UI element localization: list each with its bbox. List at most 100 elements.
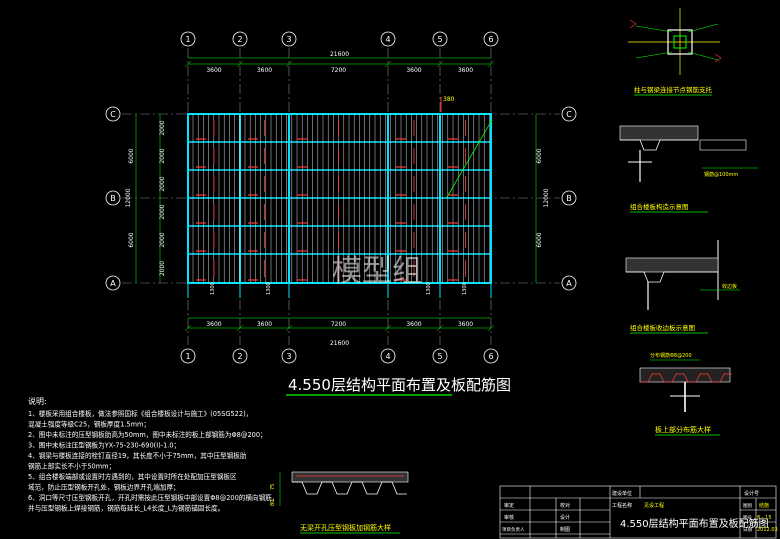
tb-field-1: 图别 — [743, 502, 752, 509]
detail-3-label: 收边板 — [722, 283, 737, 290]
bay-dim: 7200 — [331, 67, 346, 74]
axis-bubble-y: A — [110, 279, 116, 288]
detail-2-dim: 钢筋@100mm — [704, 171, 738, 178]
axis-bubble-y: A — [566, 279, 572, 288]
axis-bubble-x-circle — [281, 348, 297, 364]
detail-4-caption: 板上部分布筋大样 — [655, 425, 711, 434]
bay-dim: 3600 — [458, 321, 473, 328]
detail-2-caption: 组合楼板构造示意图 — [630, 202, 689, 211]
axis-bubble-y: B — [110, 194, 116, 203]
axis-bubble-y: B — [566, 194, 572, 203]
right-dim: 6000 — [536, 232, 543, 247]
left-dim: 6000 — [128, 232, 135, 247]
axis-bubble-y-circle — [561, 106, 577, 122]
opening-diagonal — [446, 119, 493, 198]
tb-row-2: 审核 — [504, 514, 514, 521]
tb-value-1: 结施 — [759, 502, 769, 509]
tb-row2-3: 制图 — [560, 526, 570, 533]
axis-bubble-x-circle — [180, 31, 196, 47]
detail-1: 柱与钢梁连接节点钢筋支托 — [628, 8, 722, 96]
axis-bubble-x: 4 — [385, 352, 390, 361]
tb-value-3: 2012.03 — [757, 527, 778, 533]
detail-3-caption: 组合楼板收边板示意图 — [630, 323, 695, 332]
overall-dim: 21600 — [330, 51, 349, 58]
right-dim: 6000 — [536, 148, 543, 163]
dim-tick — [285, 60, 293, 68]
left-sub-dim: 2000 — [159, 148, 166, 163]
note-line: 混凝土强度等级C25，钢板厚度1.5mm； — [28, 420, 150, 429]
beam-label: 1300 — [426, 282, 432, 295]
left-sub-dim: 2000 — [159, 261, 166, 276]
tb-row-1: 审定 — [504, 502, 514, 509]
beam-label: 1300 — [266, 282, 272, 295]
axis-bubble-y: C — [110, 110, 116, 119]
left-sub-dim: 2000 — [159, 120, 166, 135]
dim-tick — [184, 60, 192, 68]
dim-tick — [285, 324, 293, 332]
left-sub-dim: 2000 — [159, 176, 166, 191]
bay-dim: 3600 — [406, 321, 421, 328]
detail-4: 分布钢筋Φ8@200 板上部分布筋大样 — [639, 352, 732, 436]
dim-tick — [184, 324, 192, 332]
bay-dim: 3600 — [257, 321, 272, 328]
notes-list: 1、楼板采用组合楼板，做法参照国标《组合楼板设计与施工》(05SG522)， 混… — [28, 409, 278, 513]
note-line: 域范，防止压型钢板开孔处，钢板边界开孔端加厚； — [28, 483, 180, 492]
dim-tick — [236, 60, 244, 68]
axis-bubble-y-circle — [561, 275, 577, 291]
axis-bubble-x: 5 — [437, 352, 442, 361]
notes-heading: 说明: — [28, 396, 47, 406]
deck-ribs — [192, 114, 490, 283]
axis-bubble-x: 3 — [286, 35, 291, 44]
axis-bubble-x-circle — [281, 31, 297, 47]
detail-5-dim-2: 80 — [270, 500, 276, 506]
axis-bubble-x: 2 — [237, 352, 242, 361]
note-line: 6、洞口等尺寸压型钢板开孔，开孔时需按此压型钢板中部设置Φ8@200的横向钢筋， — [28, 493, 278, 502]
left-sub-dim: 2000 — [159, 204, 166, 219]
beam-label: 1300 — [462, 282, 468, 295]
axis-bubble-y-circle — [105, 190, 121, 206]
top-mark-label: 380 — [443, 96, 455, 103]
tb-field-3: 日期 — [743, 527, 752, 533]
detail-5-dim-1: 75 — [270, 484, 276, 490]
axis-bubble-y-circle — [561, 190, 577, 206]
axis-bubble-x: 1 — [185, 35, 190, 44]
tb-project-label: 工程名称 — [612, 502, 632, 509]
overall-dim: 21600 — [330, 340, 349, 347]
bay-dim: 3600 — [206, 67, 221, 74]
bay-dim: 7200 — [331, 321, 346, 328]
detail-5: 75 80 无梁开孔压型钢板加钢筋大样 — [270, 471, 409, 534]
axis-bubble-x: 6 — [488, 352, 493, 361]
axis-bubble-x: 3 — [286, 352, 291, 361]
axis-bubble-y: C — [566, 110, 572, 119]
note-line: 钢筋上部实长不小于50mm； — [28, 462, 115, 471]
bay-dim: 3600 — [206, 321, 221, 328]
watermark: 模型组 — [332, 254, 422, 289]
tb-field-2: 图号 — [743, 515, 752, 521]
axis-bubble-x-circle — [432, 348, 448, 364]
axis-bubble-x-circle — [232, 31, 248, 47]
dim-tick — [487, 324, 495, 332]
tb-row2-2: 设计 — [560, 514, 570, 521]
dim-tick — [384, 324, 392, 332]
dimension-lines: 21600 3600 3600 7200 3600 3600 21600 3600 3600 72… — [125, 51, 550, 347]
axis-bubble-x-circle — [380, 31, 396, 47]
axis-bubble-x: 5 — [437, 35, 442, 44]
dim-tick — [236, 324, 244, 332]
axis-bubble-x-circle — [483, 31, 499, 47]
axis-bubble-x: 2 — [237, 35, 242, 44]
tb-design-unit: 建设单位 — [612, 490, 632, 497]
detail-5-caption: 无梁开孔压型钢板加钢筋大样 — [300, 523, 391, 532]
tb-row-3: 项目负责人 — [502, 526, 525, 533]
plan-title: 4.550层结构平面布置及板配筋图 — [288, 376, 511, 394]
tb-value-2: 8 - 15 — [757, 515, 772, 521]
bay-dim: 3600 — [257, 67, 272, 74]
note-line: 3、图中未标注压型钢板为YX-75-230-690(I)-1.0； — [28, 441, 180, 450]
axis-bubble-y-circle — [105, 275, 121, 291]
left-dim: 12000 — [125, 188, 132, 207]
bay-dim: 3600 — [406, 67, 421, 74]
axis-bubble-x: 4 — [385, 35, 390, 44]
axis-bubble-x: 1 — [185, 352, 190, 361]
dim-tick — [384, 60, 392, 68]
detail-4-label: 分布钢筋Φ8@200 — [650, 352, 692, 359]
